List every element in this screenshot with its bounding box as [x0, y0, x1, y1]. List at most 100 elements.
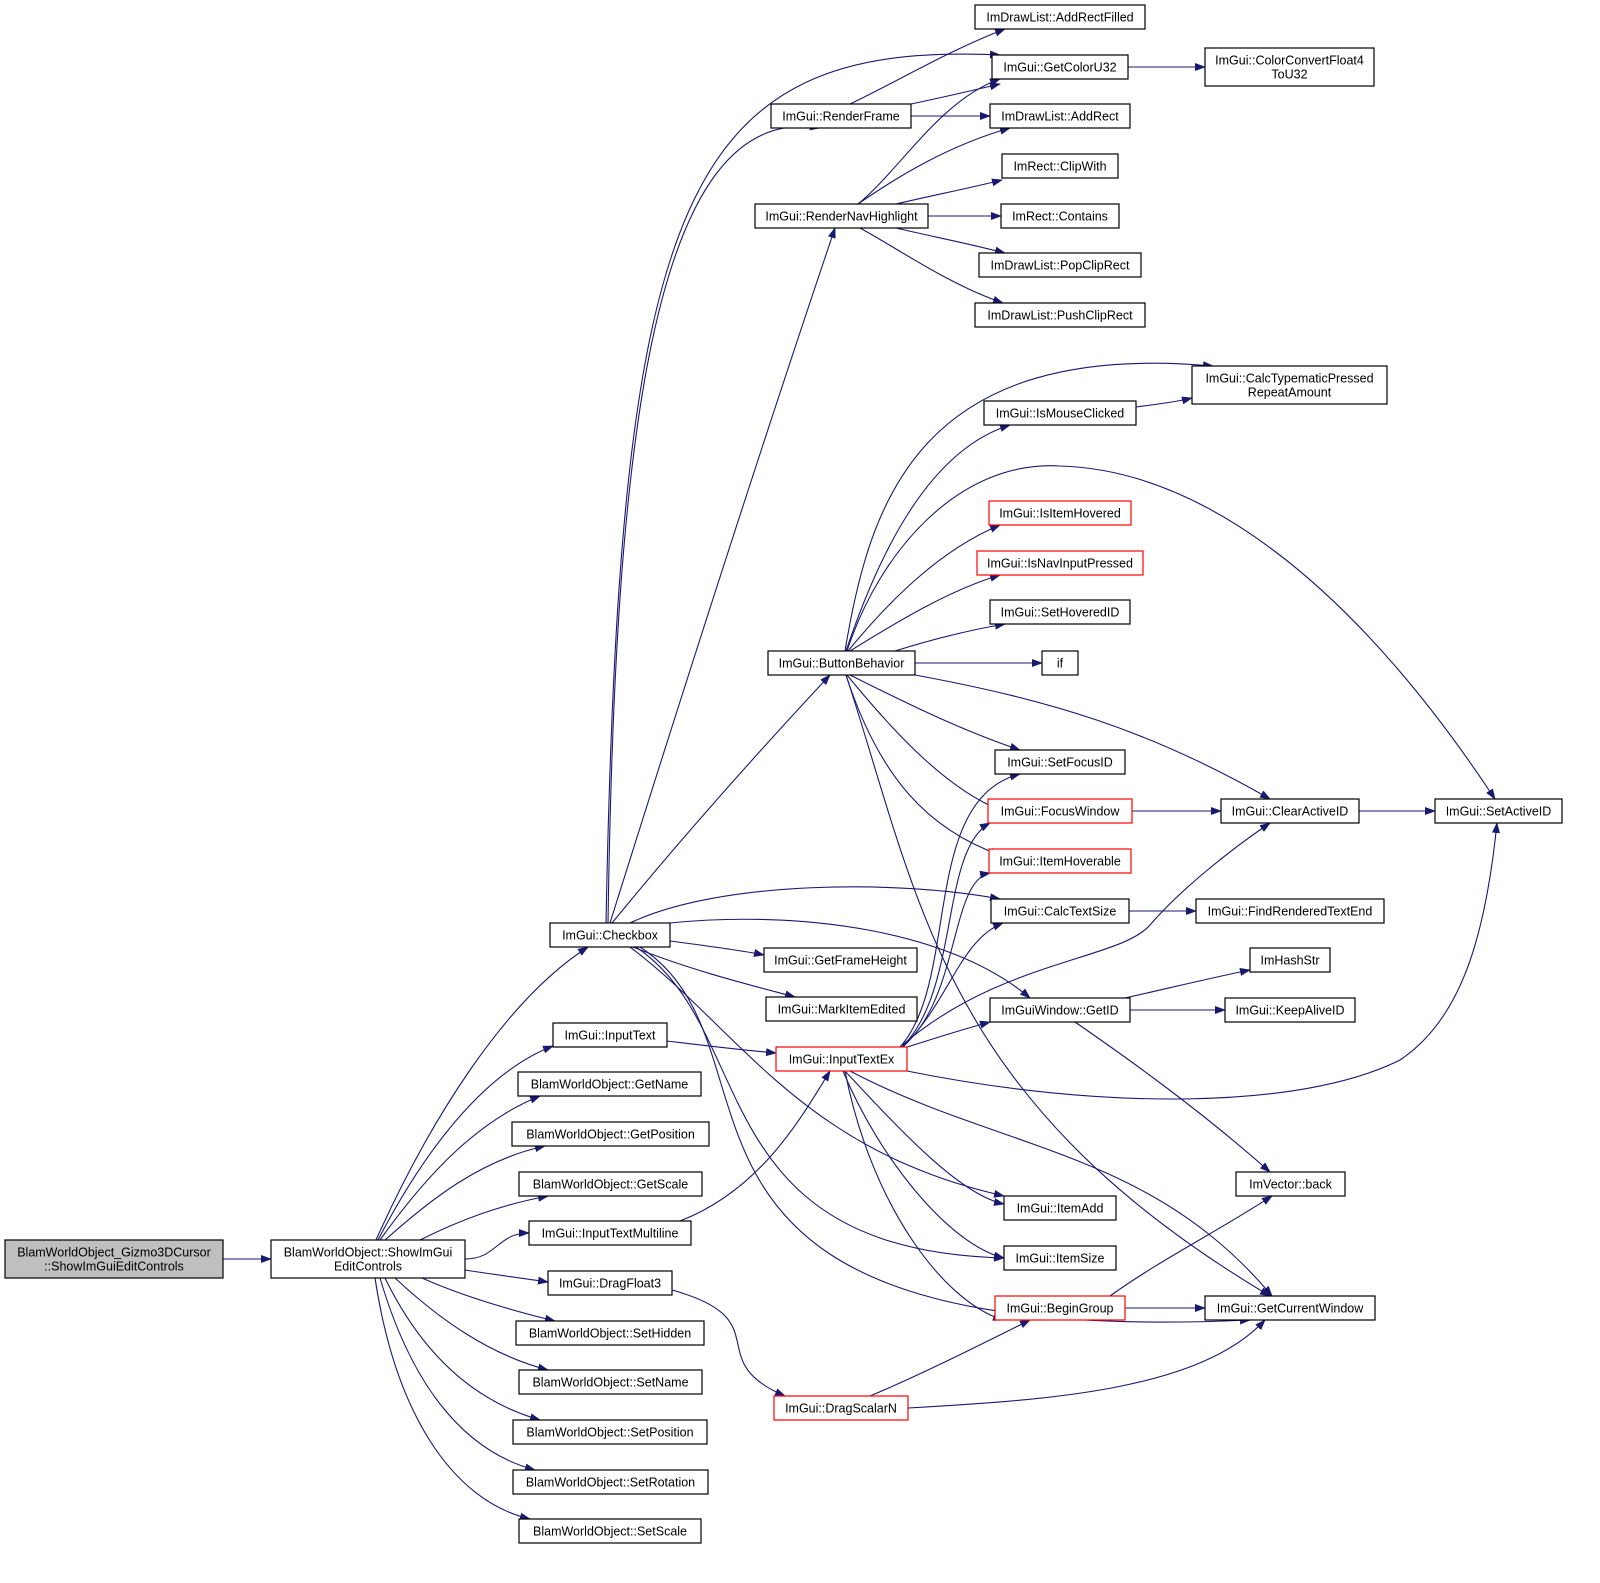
function-nodes: BlamWorldObject_Gizmo3DCursor::ShowImGui… [4, 4, 1563, 1544]
edge-line [611, 674, 831, 924]
node-box [775, 1046, 908, 1072]
node-itemhoverable[interactable]: ImGui::ItemHoverable [988, 848, 1132, 874]
node-clipwith[interactable]: ImRect::ClipWith [1001, 153, 1119, 179]
edge-line [894, 621, 1006, 652]
node-getcoloru32[interactable]: ImGui::GetColorU32 [991, 54, 1129, 80]
edge-line [609, 227, 836, 924]
node-buttonbehavior[interactable]: ImGui::ButtonBehavior [767, 650, 916, 676]
node-getframeheight[interactable]: ImGui::GetFrameHeight [763, 947, 918, 973]
node-getid[interactable]: ImGuiWindow::GetID [989, 997, 1131, 1023]
node-box [1235, 1171, 1346, 1197]
node-inputtext[interactable]: ImGui::InputText [552, 1022, 668, 1048]
node-findrenderedtextend[interactable]: ImGui::FindRenderedTextEnd [1195, 898, 1385, 924]
node-box [983, 400, 1137, 426]
node-label: ImGui::DragScalarN [785, 1402, 897, 1416]
node-checkbox[interactable]: ImGui::Checkbox [549, 922, 671, 948]
node-label: ImGui::SetHoveredID [1001, 606, 1120, 620]
node-getname[interactable]: BlamWorldObject::GetName [517, 1071, 702, 1097]
node-box [1191, 365, 1388, 405]
node-addrect[interactable]: ImDrawList::AddRect [989, 103, 1131, 129]
node-setname[interactable]: BlamWorldObject::SetName [518, 1369, 703, 1395]
edge-showimgui-to-dragfloat3 [464, 1269, 549, 1285]
node-getscale[interactable]: BlamWorldObject::GetScale [518, 1171, 703, 1197]
node-box [511, 1121, 710, 1147]
edge-line [605, 50, 1001, 924]
node-box [1003, 1195, 1117, 1221]
edge-line [669, 918, 1031, 999]
node-imvectorback[interactable]: ImVector::back [1235, 1171, 1346, 1197]
node-rendernavhighlight[interactable]: ImGui::RenderNavHighlight [754, 203, 929, 229]
edge-showimgui-to-checkbox [375, 946, 589, 1241]
node-setscale[interactable]: BlamWorldObject::SetScale [518, 1518, 702, 1544]
node-dragscalarn[interactable]: ImGui::DragScalarN [773, 1395, 909, 1421]
edge-inputtextex-to-focuswindow [901, 822, 991, 1048]
node-clearactiveid[interactable]: ImGui::ClearActiveID [1220, 798, 1360, 824]
node-label: ImDrawList::AddRect [1001, 110, 1119, 124]
node-label: ::ShowImGuiEditControls [44, 1260, 184, 1274]
node-label: BlamWorldObject::SetRotation [526, 1476, 695, 1490]
node-renderframe[interactable]: ImGui::RenderFrame [770, 103, 912, 129]
node-box [991, 54, 1129, 80]
edge-inputtextex-to-itemsize [842, 1070, 1005, 1260]
node-showimgui[interactable]: BlamWorldObject::ShowImGuiEditControls [270, 1239, 466, 1279]
node-dragfloat3[interactable]: ImGui::DragFloat3 [547, 1270, 673, 1296]
node-focuswindow[interactable]: ImGui::FocusWindow [987, 798, 1133, 824]
node-box [518, 1369, 703, 1395]
node-label: ImGui::ItemSize [1016, 1252, 1105, 1266]
edge-checkbox-to-itemadd [629, 946, 1005, 1198]
node-label: ImGui::ColorConvertFloat4 [1215, 54, 1364, 68]
node-box [512, 1419, 708, 1445]
edge-dragscalarn-to-begingroup [869, 1319, 1031, 1397]
node-isnavinputpressed[interactable]: ImGui::IsNavInputPressed [976, 550, 1144, 576]
node-inputtextex[interactable]: ImGui::InputTextEx [775, 1046, 908, 1072]
node-label: ImGui::MarkItemEdited [778, 1003, 906, 1017]
edge-buttonbehavior-to-clearactiveid [914, 674, 1271, 800]
node-itemsize[interactable]: ImGui::ItemSize [1003, 1245, 1117, 1271]
edge-ismouseclicked-to-calctypematic [1135, 396, 1193, 408]
node-keepaliveid[interactable]: ImGui::KeepAliveID [1224, 997, 1356, 1023]
node-contains[interactable]: ImRect::Contains [1000, 203, 1120, 229]
node-box [994, 749, 1126, 775]
node-box [515, 1320, 705, 1346]
node-box [763, 947, 918, 973]
edge-line [846, 465, 1496, 800]
node-label: ImGui::CalcTypematicPressed [1205, 372, 1373, 386]
edge-inputtextex-to-calctextsize [902, 922, 1004, 1048]
node-pushcliprect[interactable]: ImDrawList::PushClipRect [974, 302, 1146, 328]
node-calctextsize[interactable]: ImGui::CalcTextSize [990, 898, 1130, 924]
node-sethoveredid[interactable]: ImGui::SetHoveredID [989, 599, 1131, 625]
node-getposition[interactable]: BlamWorldObject::GetPosition [511, 1121, 710, 1147]
node-setposition[interactable]: BlamWorldObject::SetPosition [512, 1419, 708, 1445]
node-label: ImGui::InputText [564, 1029, 656, 1043]
node-label: ImDrawList::PushClipRect [987, 309, 1133, 323]
node-label: ImGui::RenderFrame [782, 110, 899, 124]
node-inputtextmultiline[interactable]: ImGui::InputTextMultiline [528, 1220, 692, 1246]
node-begingroup[interactable]: ImGui::BeginGroup [994, 1295, 1126, 1321]
node-sethidden[interactable]: BlamWorldObject::SetHidden [515, 1320, 705, 1346]
node-setrotation[interactable]: BlamWorldObject::SetRotation [512, 1469, 709, 1495]
node-setfocusid[interactable]: ImGui::SetFocusID [994, 749, 1126, 775]
node-setactiveid[interactable]: ImGui::SetActiveID [1434, 798, 1563, 824]
node-isitemhovered[interactable]: ImGui::IsItemHovered [988, 500, 1132, 526]
node-root[interactable]: BlamWorldObject_Gizmo3DCursor::ShowImGui… [4, 1239, 224, 1279]
node-ismouseclicked[interactable]: ImGui::IsMouseClicked [983, 400, 1137, 426]
node-itemadd[interactable]: ImGui::ItemAdd [1003, 1195, 1117, 1221]
node-box [988, 848, 1132, 874]
edge-showimgui-to-sethidden [421, 1277, 556, 1323]
node-popcliprect[interactable]: ImDrawList::PopClipRect [978, 252, 1142, 278]
node-imhashstr[interactable]: ImHashStr [1249, 947, 1331, 973]
node-getcurrentwindow[interactable]: ImGui::GetCurrentWindow [1204, 1295, 1376, 1321]
node-box [976, 550, 1144, 576]
edge-line [1135, 396, 1193, 408]
edge-line [629, 946, 1005, 1198]
edge-line [906, 822, 1500, 1100]
node-addrectfilled[interactable]: ImDrawList::AddRectFilled [974, 4, 1146, 30]
node-markitemedited[interactable]: ImGui::MarkItemEdited [765, 996, 918, 1022]
node-box [1195, 898, 1385, 924]
edge-line [464, 1229, 530, 1260]
node-box [754, 203, 929, 229]
node-if[interactable]: if [1041, 650, 1079, 676]
